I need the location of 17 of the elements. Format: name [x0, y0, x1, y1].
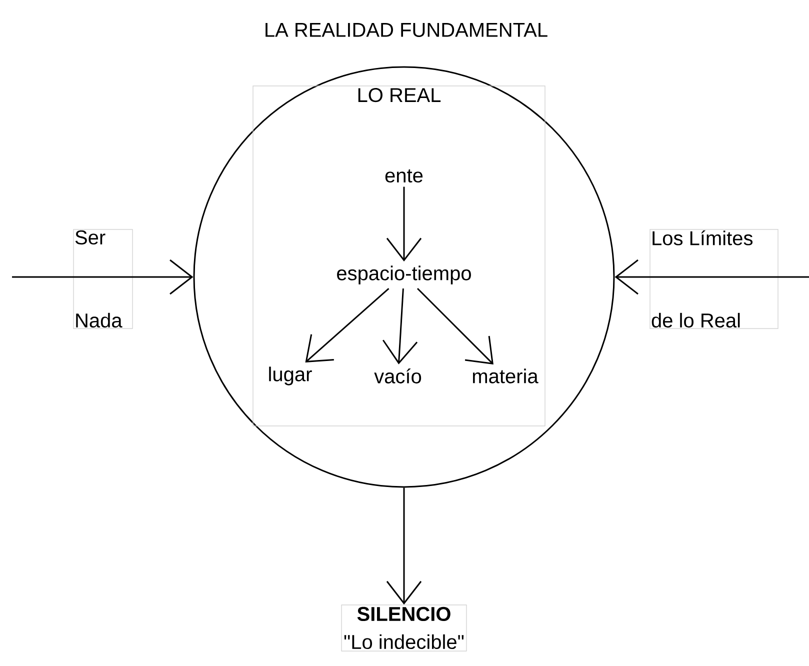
- text-box: Ser Nada: [73, 229, 133, 329]
- result-box: SILENCIO "Lo indecible": [341, 604, 467, 652]
- term-text: espacio-tiempo: [337, 266, 471, 284]
- term-text: materia: [473, 368, 538, 384]
- arrow: [386, 186, 422, 262]
- term-text: ente: [385, 169, 423, 183]
- arrow: [305, 288, 390, 362]
- term-text: lugar: [269, 366, 312, 386]
- arrow: [382, 288, 418, 364]
- text-box: Los Límites de lo Real: [650, 229, 778, 329]
- title: LA REALIDAD FUNDAMENTAL: [266, 23, 548, 37]
- arrow: [614, 259, 809, 295]
- arrow: [386, 488, 422, 605]
- circle: [193, 66, 615, 488]
- arrow: [12, 259, 194, 295]
- arrow: [416, 288, 494, 364]
- term-text: vacío: [374, 368, 422, 384]
